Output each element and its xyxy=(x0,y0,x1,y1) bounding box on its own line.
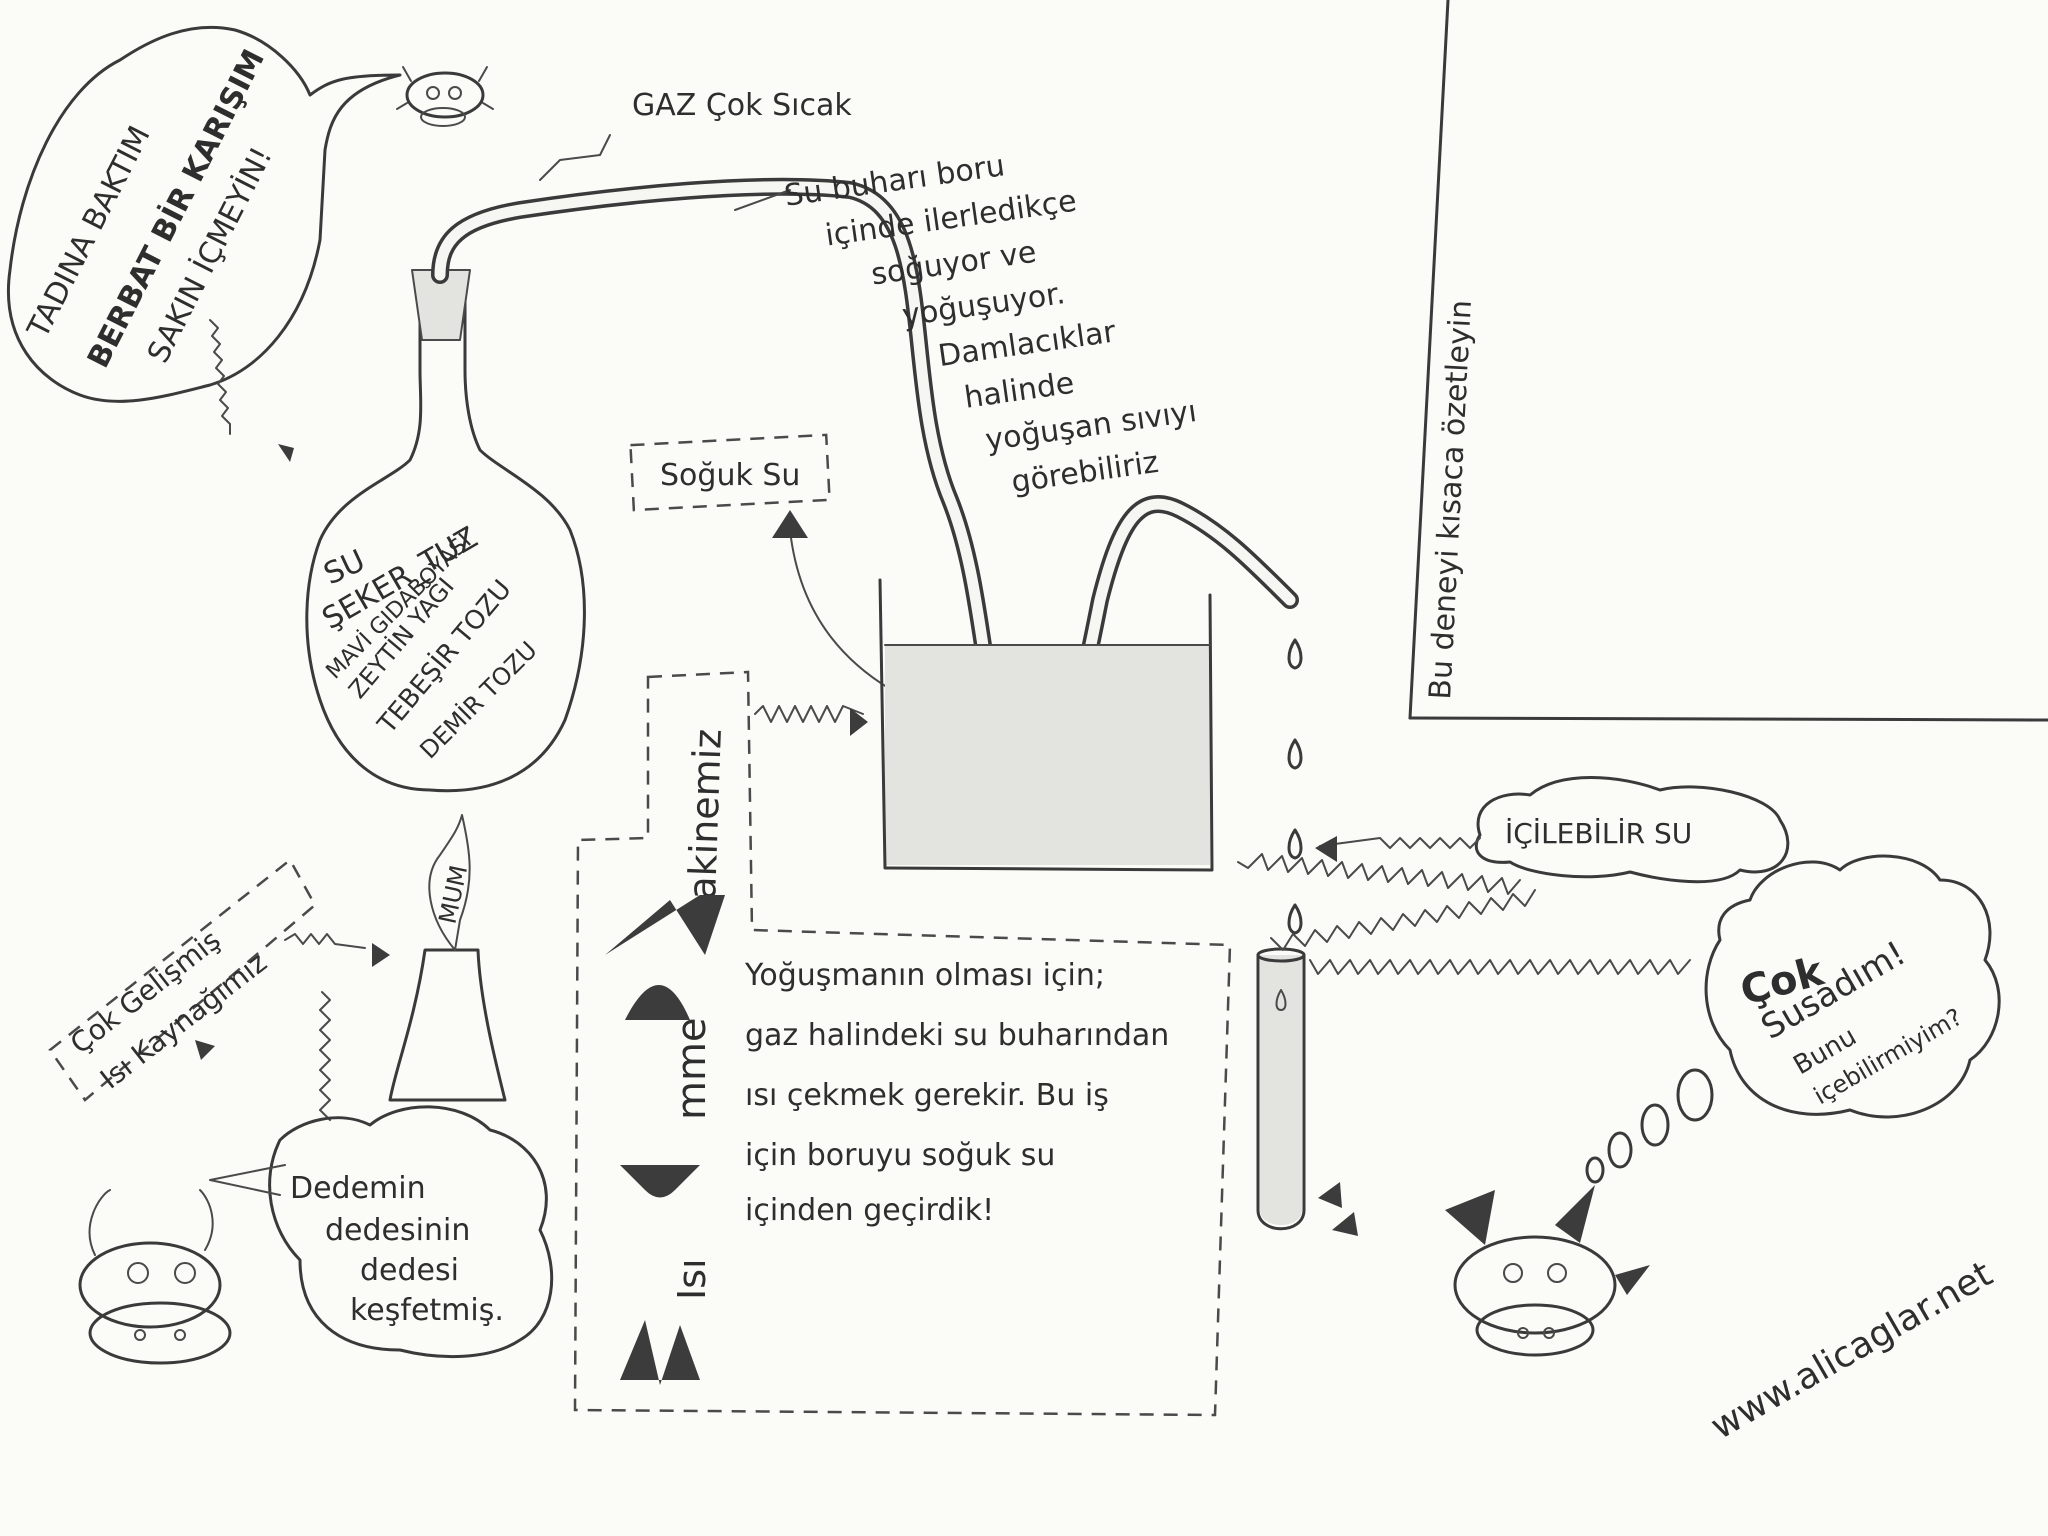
svg-text:dedesi: dedesi xyxy=(360,1253,459,1288)
heat-source-label: Çok Gelişmiş Isı Kaynağımız xyxy=(48,858,317,1102)
isi-label: Isı xyxy=(670,1258,714,1300)
round-flask: SU ŞEKER_TUZ MAVİ GIDABOYASI ZEYTİN YAĞI… xyxy=(305,269,586,793)
machine-label: akinemiz xyxy=(680,728,730,900)
squiggle-to-tube-2 xyxy=(1270,889,1536,951)
cold-water-container xyxy=(878,578,1214,872)
svg-text:İÇİLEBİLİR SU: İÇİLEBİLİR SU xyxy=(1505,817,1692,850)
test-tube xyxy=(1256,947,1306,1231)
squiggle-to-candle xyxy=(284,933,366,949)
svg-text:Soğuk Su: Soğuk Su xyxy=(660,458,800,493)
svg-text:Dedemin: Dedemin xyxy=(290,1171,426,1206)
mme-label: mme xyxy=(669,1017,715,1120)
arrowhead-flask xyxy=(278,444,294,462)
squiggle-arrow-to-flask xyxy=(209,319,231,435)
gas-hot-label: GAZ Çok Sıcak xyxy=(632,88,852,123)
container-arrowhead xyxy=(850,708,868,736)
candle-arrowhead xyxy=(372,943,390,967)
warning-speech-bubble: TADINA BAKTIM BERBAT BİR KARIŞIM SAKIN İ… xyxy=(7,25,402,403)
svg-text:halinde: halinde xyxy=(962,366,1076,416)
letter-m-shape xyxy=(605,895,725,955)
summary-prompt: Bu deneyi kısaca özetleyin xyxy=(1423,299,1479,700)
website-label: www.alicaglar.net xyxy=(1704,1254,1999,1448)
drops-arrowhead xyxy=(1315,836,1337,862)
squiggle-to-tube-3 xyxy=(1309,959,1691,975)
hourglass-shape xyxy=(620,1320,700,1385)
bowl-shape xyxy=(620,1165,700,1198)
tube-arrowhead-2 xyxy=(1332,1212,1358,1236)
drinkable-water-bubble: İÇİLEBİLİR SU xyxy=(1474,776,1790,884)
svg-text:görebiliriz: görebiliriz xyxy=(1009,445,1160,500)
machine-frame xyxy=(573,670,1232,1417)
tube-arrowhead-1 xyxy=(1318,1182,1342,1208)
candle: MUM xyxy=(388,814,507,1102)
svg-text:için boruyu soğuk su: için boruyu soğuk su xyxy=(745,1138,1055,1173)
heat-label-arrowhead xyxy=(195,1040,215,1060)
thought-bubbles xyxy=(1585,1068,1714,1184)
ancestor-thought-cloud: Dedemin dedesinin dedesi keşfetmiş. xyxy=(209,1105,554,1359)
svg-text:ısı çekmek gerekir. Bu iş: ısı çekmek gerekir. Bu iş xyxy=(745,1078,1109,1113)
svg-text:dedesinin: dedesinin xyxy=(325,1213,470,1248)
candle-label: MUM xyxy=(433,863,473,927)
squiggle-to-heat-label xyxy=(319,991,331,1121)
cold-water-arrowhead xyxy=(772,510,808,538)
squiggle-to-drops xyxy=(1319,837,1481,849)
vapor-pointer-line xyxy=(734,189,791,211)
svg-text:içinden geçirdik!: içinden geçirdik! xyxy=(745,1193,994,1228)
water-droplets xyxy=(1287,638,1303,935)
thirsty-thought-cloud: Çok Susadım! Bunu içebilirmiyim? xyxy=(1704,854,2001,1119)
cow-bottom-left-icon xyxy=(78,1189,232,1365)
letter-m-shape-lower xyxy=(625,985,690,1020)
condensation-explanation: Yoğuşmanın olması için; gaz halindeki su… xyxy=(744,958,1169,1228)
squiggle-to-container xyxy=(754,705,864,723)
svg-text:Yoğuşmanın olması için;: Yoğuşmanın olması için; xyxy=(744,958,1105,993)
cold-water-label: Soğuk Su xyxy=(629,433,831,512)
cow-bottom-right-icon xyxy=(1445,1185,1650,1357)
squiggle-to-tube-1 xyxy=(1237,853,1521,895)
condenser-tube xyxy=(431,177,1299,761)
summary-box: Bu deneyi kısaca özetleyin xyxy=(1408,0,2048,722)
vapor-explanation: Su buharı boru içinde ilerledikçe soğuyo… xyxy=(782,148,1199,500)
gas-pointer-line xyxy=(539,134,611,181)
svg-text:gaz halindeki su buharından: gaz halindeki su buharından xyxy=(745,1018,1169,1053)
svg-text:keşfetmiş.: keşfetmiş. xyxy=(350,1293,504,1328)
cow-top-icon xyxy=(396,66,494,127)
